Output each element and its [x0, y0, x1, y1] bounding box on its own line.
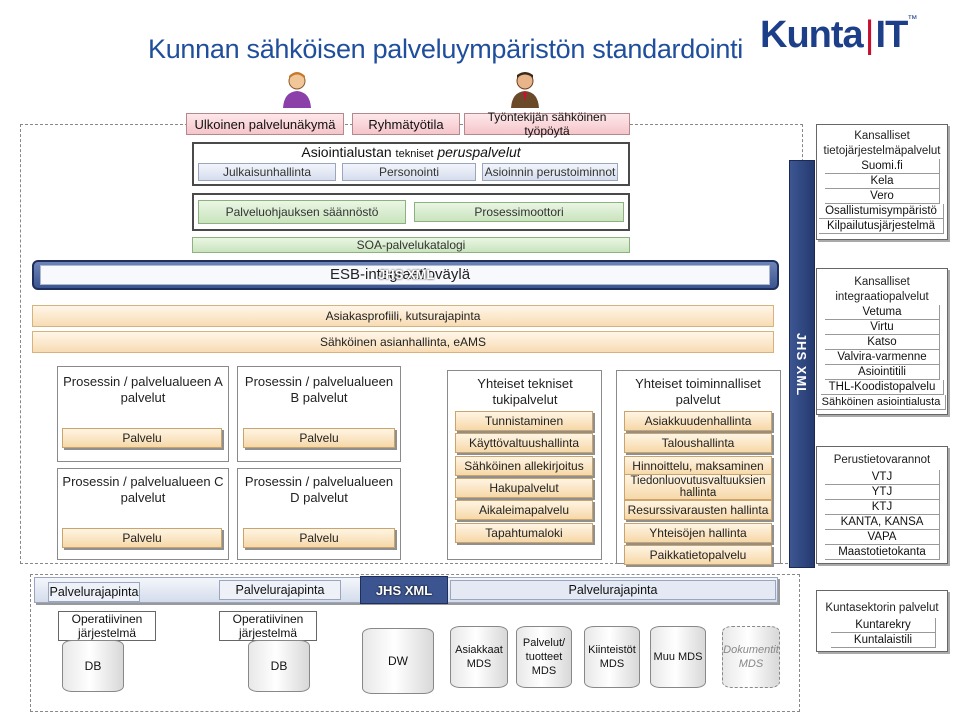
- municipal-services-item: Kuntarekry: [831, 618, 936, 633]
- db-storage-2: DB: [248, 640, 310, 692]
- bottom-jhs-label: JHS XML: [375, 582, 433, 598]
- national-systems-item: Vero: [825, 189, 940, 204]
- page-title: Kunnan sähköisen palveluympäristön stand…: [148, 34, 743, 64]
- logo-tm: ™: [907, 14, 917, 25]
- integration-services-item: Katso: [825, 335, 940, 350]
- process-b-title: Prosessin / palvelualueen B palvelut: [244, 374, 394, 405]
- heading-part-c: peruspalvelut: [437, 144, 521, 160]
- esb-jhs-overlay: JHS XML: [378, 267, 435, 282]
- integration-services-item: Vetuma: [825, 305, 940, 320]
- documents-mds: Dokumentit MDS: [722, 626, 780, 688]
- integration-services-panel: Kansalliset integraatiopalvelut Vetuma V…: [816, 268, 948, 415]
- integration-services-item: Virtu: [825, 320, 940, 335]
- municipal-services-panel: Kuntasektorin palvelut Kuntarekry Kuntal…: [816, 590, 948, 652]
- basic-services-heading: Asiointialustan tekniset peruspalvelut: [192, 144, 630, 160]
- func-item-pricing: Hinnoittelu, maksaminen: [624, 456, 772, 476]
- products-mds: Palvelut/ tuotteet MDS: [516, 626, 572, 688]
- interface-label-2: Palvelurajapinta: [219, 580, 341, 600]
- tech-item-authentication: Tunnistaminen: [455, 411, 593, 431]
- base-registers-item: Maastotietokanta: [825, 545, 940, 560]
- base-registers-item: KTJ: [825, 500, 940, 515]
- national-systems-panel: Kansalliset tietojärjestelmäpalvelut Suo…: [816, 124, 948, 240]
- customer-profile-bar: Asiakasprofiili, kutsurajapinta: [32, 305, 774, 327]
- national-systems-item: Suomi.fi: [825, 159, 940, 174]
- jhs-xml-vertical-bar: JHS XML: [789, 160, 815, 568]
- interface-label-3: Palvelurajapinta: [450, 580, 776, 600]
- other-mds: Muu MDS: [650, 626, 706, 688]
- process-a-service[interactable]: Palvelu: [62, 428, 222, 448]
- tab-group-workspace[interactable]: Ryhmätyötila: [352, 113, 460, 135]
- tech-item-timestamp: Aikaleimapalvelu: [455, 500, 593, 520]
- esb-label: ESB-integraatioväylä: [330, 266, 471, 283]
- jhs-xml-vertical-label: JHS XML: [794, 332, 810, 396]
- base-registers-item: VAPA: [825, 530, 940, 545]
- service-guidance-rules: Palveluohjauksen säännöstö: [198, 200, 406, 224]
- municipal-services-title: Kuntasektorin palvelut: [825, 602, 939, 614]
- employee-person-icon: [511, 72, 539, 108]
- integration-services-item: Sähköinen asiointialusta: [817, 395, 946, 410]
- tech-support-title: Yhteiset tekniset tukipalvelut: [477, 376, 573, 407]
- soa-catalog: SOA-palvelukatalogi: [192, 237, 630, 253]
- interface-label-1: Palvelurajapinta: [48, 582, 140, 602]
- func-item-crm: Asiakkuudenhallinta: [624, 411, 772, 431]
- tech-item-access-rights: Käyttövaltuushallinta: [455, 433, 593, 453]
- operational-system-1: Operatiivinen järjestelmä: [58, 611, 156, 641]
- integration-services-item: Asiointitili: [825, 365, 940, 380]
- municipal-services-item: Kuntalaistili: [831, 633, 936, 648]
- properties-mds: Kiinteistöt MDS: [584, 626, 640, 688]
- func-item-reservations: Resurssivarausten hallinta: [624, 500, 772, 520]
- process-engine: Prosessimoottori: [414, 202, 624, 222]
- tab-employee-desktop[interactable]: Työntekijän sähköinen työpöytä: [464, 110, 630, 138]
- func-item-communities: Yhteisöjen hallinta: [624, 523, 772, 543]
- base-registers-panel: Perustietovarannot VTJ YTJ KTJ KANTA, KA…: [816, 446, 948, 564]
- publishing-management: Julkaisunhallinta: [198, 163, 336, 181]
- base-registers-item: VTJ: [825, 470, 940, 485]
- case-management-bar: Sähköinen asianhallinta, eAMS: [32, 331, 774, 353]
- integration-services-item: Valvira-varmenne: [825, 350, 940, 365]
- process-b-service[interactable]: Palvelu: [243, 428, 395, 448]
- bottom-jhs-box: JHS XML: [360, 576, 448, 604]
- db-storage-1: DB: [62, 640, 124, 692]
- base-registers-item: YTJ: [825, 485, 940, 500]
- national-systems-item: Osallistumisympäristö: [819, 204, 944, 219]
- national-systems-item: Kela: [825, 174, 940, 189]
- operational-system-2: Operatiivinen järjestelmä: [219, 611, 317, 641]
- process-d-service[interactable]: Palvelu: [243, 528, 395, 548]
- national-systems-item: Kilpailutusjärjestelmä: [819, 219, 944, 234]
- customers-mds: Asiakkaat MDS: [450, 626, 508, 688]
- service-basic-functions: Asioinnin perustoiminnot: [482, 163, 618, 181]
- tab-external-view[interactable]: Ulkoinen palvelunäkymä: [186, 113, 344, 135]
- citizen-person-icon: [283, 72, 311, 108]
- base-registers-title: Perustietovarannot: [833, 454, 931, 466]
- func-item-data-release: Tiedonluovutusvaltuuksien hallinta: [624, 474, 772, 500]
- heading-part-b: tekniset: [395, 148, 434, 160]
- process-a-title: Prosessin / palvelualueen A palvelut: [63, 374, 223, 405]
- process-c-title: Prosessin / palvelualueen C palvelut: [62, 474, 224, 505]
- func-item-geodata: Paikkatietopalvelu: [624, 545, 772, 565]
- integration-services-title: Kansalliset integraatiopalvelut: [835, 276, 929, 303]
- personalization: Personointi: [342, 163, 476, 181]
- kuntait-logo: Kunta|IT™: [760, 14, 917, 56]
- base-registers-item: KANTA, KANSA: [825, 515, 940, 530]
- logo-suffix: IT: [875, 14, 909, 56]
- national-systems-title: Kansalliset tietojärjestelmäpalvelut: [823, 130, 941, 157]
- logo-main: Kunta: [760, 14, 864, 56]
- heading-part-a: Asiointialustan: [301, 144, 392, 160]
- func-item-finance: Taloushallinta: [624, 433, 772, 453]
- func-services-title: Yhteiset toiminnalliset palvelut: [635, 376, 761, 407]
- tech-item-e-signature: Sähköinen allekirjoitus: [455, 456, 593, 476]
- process-c-service[interactable]: Palvelu: [62, 528, 222, 548]
- dw-storage: DW: [362, 628, 434, 694]
- tech-item-search: Hakupalvelut: [455, 478, 593, 498]
- esb-inner: [40, 265, 770, 285]
- integration-services-item: THL-Koodistopalvelu: [821, 380, 944, 395]
- backend-frame: [30, 574, 800, 712]
- tech-item-event-log: Tapahtumaloki: [455, 523, 593, 543]
- process-d-title: Prosessin / palvelualueen D palvelut: [244, 474, 394, 505]
